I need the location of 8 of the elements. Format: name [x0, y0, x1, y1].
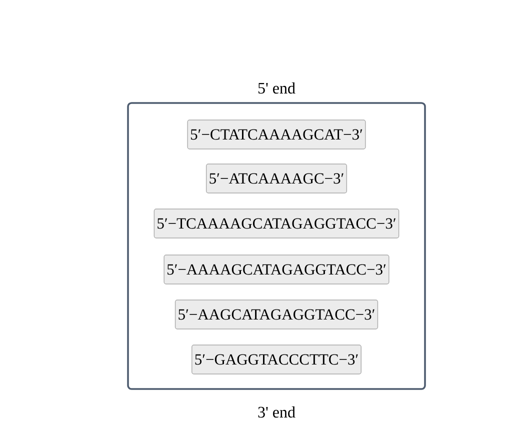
end-label: 3' end — [258, 406, 296, 418]
sequence-box: 5′−ATCAAAAGC−3′ — [206, 164, 348, 194]
sequence-box: 5′−AAAAGCATAGAGGTACC−3′ — [164, 254, 390, 284]
sequence-box: 5′−AAGCATAGAGGTACC−3′ — [174, 300, 378, 330]
sequence-box: 5′−TCAAAAGCATAGAGGTACC−3′ — [154, 208, 400, 238]
sequence-box: 5′−CTATCAAAAGCAT−3′ — [187, 120, 366, 150]
end-label: 5' end — [258, 82, 296, 94]
sequence-box: 5′−GAGGTACCCTTC−3′ — [192, 344, 362, 374]
